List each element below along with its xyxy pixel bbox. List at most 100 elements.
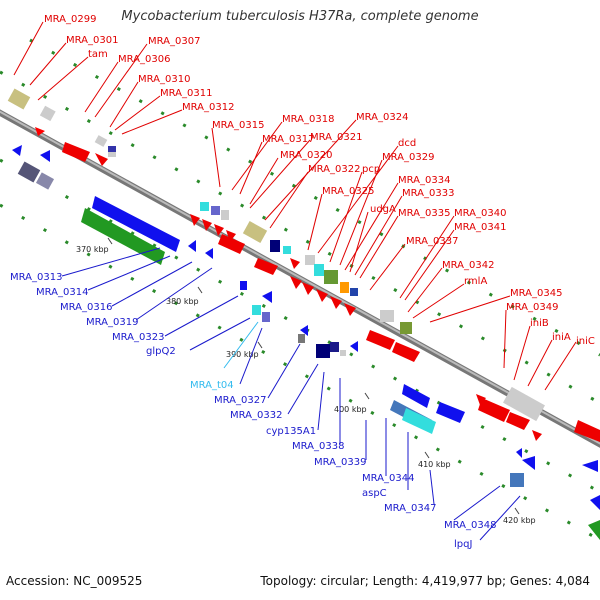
gene-label: pcp (362, 164, 380, 175)
gene-arrow (436, 402, 465, 423)
gene-arrow (214, 224, 224, 236)
gene-arrow (205, 248, 213, 259)
gene-feature (503, 386, 545, 422)
gene-arrow (190, 214, 200, 226)
gene-label: MRA_0314 (36, 287, 88, 298)
gene-label: MRA_0311 (160, 88, 212, 99)
gene-arrow (366, 330, 395, 350)
gene-feature (330, 342, 339, 352)
gene-label: MRA_0339 (314, 457, 366, 468)
gene-label: MRA_0338 (292, 441, 344, 452)
gene-arrow (574, 420, 600, 442)
gene-label: MRA_0317 (262, 134, 314, 145)
gene-label: tam (88, 49, 108, 60)
gene-arrow (316, 289, 328, 302)
gene-feature (252, 305, 261, 315)
gene-arrow (202, 219, 212, 231)
gene-label: MRA_0327 (214, 395, 266, 406)
gene-label: glpQ2 (146, 346, 176, 357)
gene-label: lpqJ (454, 539, 472, 550)
gene-arrow (302, 282, 314, 295)
guide-rings (0, 38, 600, 542)
gene-feature (305, 255, 315, 265)
gene-label: aspC (362, 488, 387, 499)
gene-arrow (478, 398, 510, 422)
gene-label: MRA_0310 (138, 74, 190, 85)
reverse-label-group: MRA_0313MRA_0314MRA_0316MRA_0319MRA_0323… (10, 272, 496, 550)
genome-backbone-highlight (0, 110, 600, 445)
gene-feature (510, 473, 524, 487)
gene-arrow (582, 460, 598, 472)
gene-label: MRA_0301 (66, 35, 118, 46)
gene-label: MRA_0321 (310, 132, 362, 143)
gene-arrow (92, 196, 180, 252)
gene-arrow (81, 208, 165, 265)
gene-label: MRA_0341 (454, 222, 506, 233)
gene-label: MRA_0340 (454, 208, 506, 219)
gene-label: MRA_0319 (86, 317, 138, 328)
gene-arrow (588, 520, 600, 540)
gene-arrow (344, 303, 356, 316)
gene-feature (221, 210, 229, 220)
gene-feature (108, 152, 116, 157)
forward-genes (7, 88, 600, 442)
gene-label: MRA_0307 (148, 36, 200, 47)
tick-label: 400 kbp (334, 405, 367, 414)
gene-arrow (95, 153, 108, 166)
gene-label: iniC (576, 336, 595, 347)
gene-arrow (226, 230, 236, 242)
gene-label: MRA_0316 (60, 302, 112, 313)
gene-label: MRA_0333 (402, 188, 454, 199)
gene-label: MRA_0315 (212, 120, 264, 131)
gene-arrow (532, 430, 542, 441)
tick-label: 410 kbp (418, 460, 451, 469)
gene-arrow (350, 341, 358, 352)
gene-arrow (12, 145, 22, 156)
gene-arrow (300, 325, 308, 336)
gene-arrow (516, 448, 522, 458)
gene-label: MRA_0334 (398, 175, 450, 186)
gene-feature (400, 322, 412, 334)
map-title: Mycobacterium tuberculosis H37Ra, comple… (121, 9, 479, 24)
gene-label: MRA_0323 (112, 332, 164, 343)
gene-arrow (62, 142, 90, 162)
gene-arrow (522, 456, 535, 470)
gene-label: MRA_0329 (382, 152, 434, 163)
gene-label: MRA_0344 (362, 473, 414, 484)
gene-feature (340, 282, 349, 293)
gene-feature (324, 270, 338, 284)
gene-feature (7, 88, 31, 110)
gene-feature (270, 240, 280, 252)
gene-feature (108, 146, 116, 152)
gene-feature (242, 221, 268, 243)
gene-label: MRA_0342 (442, 260, 494, 271)
tick-label: 420 kbp (503, 516, 536, 525)
gene-label: MRA_0325 (322, 186, 374, 197)
gene-feature (200, 202, 209, 211)
gene-label: iniB (530, 318, 549, 329)
gene-label: rmlA (464, 276, 487, 287)
gene-feature (17, 161, 41, 183)
gene-label: MRA_0324 (356, 112, 408, 123)
reverse-leaders (61, 247, 521, 541)
gene-label: MRA_0306 (118, 54, 170, 65)
gene-label: MRA_0332 (230, 410, 282, 421)
gene-arrow (590, 495, 600, 510)
accession-text: Accession: NC_009525 (6, 574, 143, 588)
gene-feature (211, 206, 220, 215)
gene-arrow (402, 408, 436, 434)
gene-label: cyp135A1 (266, 426, 316, 437)
gene-arrow (476, 394, 486, 405)
forward-leaders (13, 21, 577, 391)
gene-feature (298, 334, 305, 343)
gene-label: MRA_0318 (282, 114, 334, 125)
genome-stats: Topology: circular; Length: 4,419,977 bp… (260, 574, 590, 588)
rna-leader (223, 321, 259, 369)
gene-feature (350, 288, 358, 296)
gene-arrow (330, 296, 342, 309)
gene-feature (316, 344, 330, 358)
gene-arrow (402, 384, 430, 408)
gene-arrow (35, 127, 45, 136)
